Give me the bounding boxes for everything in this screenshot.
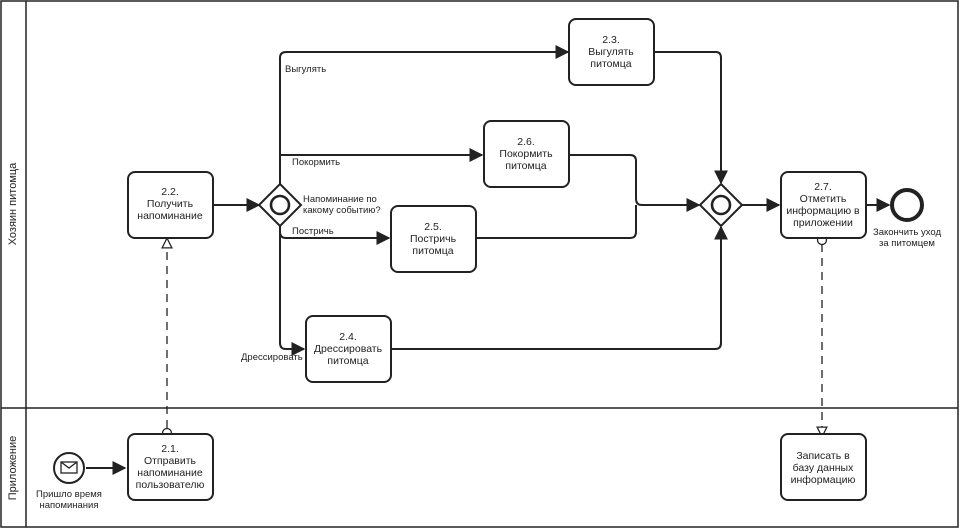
exclusive-gateway-icon: [257, 182, 303, 228]
end-event-icon: [890, 188, 924, 222]
task-2-4[interactable]: 2.4. Дрессировать питомца: [305, 315, 392, 383]
flow-2-6-to-merge: [569, 154, 701, 212]
task-number: 2.7.: [814, 181, 832, 193]
task-box: [780, 171, 867, 239]
end-event[interactable]: Закончить уход за питомцем: [873, 188, 941, 249]
exclusive-gateway-icon: [698, 182, 744, 228]
task-label-line: пользователю: [136, 479, 205, 491]
task-label-line: Выгулять: [588, 46, 634, 58]
associations: [163, 234, 827, 439]
task-2-1[interactable]: 2.1. Отправить напоминание пользователю: [127, 433, 214, 501]
task-box: [483, 120, 570, 188]
flow-2-5-to-merge: [475, 205, 637, 239]
flow-2-3-to-merge: [655, 51, 728, 185]
task-number: 2.1.: [161, 443, 179, 455]
task-write-db[interactable]: Записать в базу данных информацию: [780, 433, 867, 501]
task-box: [127, 171, 214, 239]
flow-label-walk: Выгулять: [285, 64, 326, 75]
task-label-line: Записать в: [796, 450, 850, 462]
sequence-flows: [86, 45, 891, 475]
task-number: 2.2.: [161, 186, 179, 198]
task-label-line: напоминание: [137, 210, 203, 222]
lane-label-owner: Хозяин питомца: [7, 162, 19, 245]
task-label-line: питомца: [412, 245, 453, 257]
task-number: 2.6.: [517, 136, 535, 148]
task-label-line: информацию: [791, 474, 856, 486]
flow-gateway-to-2-3: [279, 45, 570, 186]
task-label-line: информацию в: [786, 205, 860, 217]
task-label-line: питомца: [590, 58, 631, 70]
task-label-line: питомца: [327, 355, 368, 367]
task-label-line: базу данных: [793, 462, 854, 474]
task-box: [780, 433, 867, 501]
task-2-7[interactable]: 2.7. Отметить информацию в приложении: [780, 171, 867, 239]
task-box: [568, 18, 655, 86]
task-label-line: Получить: [147, 198, 194, 210]
flow-label-feed: Покормить: [292, 157, 340, 168]
task-2-5[interactable]: 2.5. Постричь питомца: [390, 205, 477, 273]
task-number: 2.4.: [339, 331, 357, 343]
task-2-3[interactable]: 2.3. Выгулять питомца: [568, 18, 655, 86]
task-2-2[interactable]: 2.2. Получить напоминание: [127, 171, 214, 239]
start-event[interactable]: Пришло время напоминания: [36, 452, 102, 511]
task-number: 2.3.: [602, 34, 620, 46]
task-label-line: Отметить: [800, 193, 847, 205]
split-gateway[interactable]: [257, 182, 303, 228]
flow-gateway-to-2-4: [279, 226, 306, 356]
task-label-line: Покормить: [499, 148, 553, 160]
task-box: [305, 315, 392, 383]
task-label-line: Постричь: [410, 233, 457, 245]
start-event-label: напоминания: [39, 500, 98, 511]
task-label-line: приложении: [793, 217, 853, 229]
flow-label-train: Дрессировать: [241, 352, 303, 363]
gateway-marker: [269, 194, 291, 216]
end-event-label: Закончить уход: [873, 227, 941, 238]
task-label-line: Отправить: [144, 455, 197, 467]
start-event-label: Пришло время: [36, 489, 102, 500]
task-2-6[interactable]: 2.6. Покормить питомца: [483, 120, 570, 188]
gateway-question-line: Напоминание по: [303, 194, 377, 205]
task-box: [127, 433, 214, 501]
flow-2-4-to-merge: [390, 225, 728, 350]
task-label-line: питомца: [505, 160, 546, 172]
task-label-line: Дрессировать: [314, 343, 383, 355]
merge-gateway[interactable]: [698, 182, 744, 228]
flow-label-cut: Постричь: [292, 226, 334, 237]
gateway-question-line: какому событию?: [303, 205, 381, 216]
task-box: [390, 205, 477, 273]
task-number: 2.5.: [424, 221, 442, 233]
task-label-line: напоминание: [137, 467, 203, 479]
gateway-marker: [710, 194, 732, 216]
envelope-icon: [60, 461, 78, 474]
lane-label-app: Приложение: [7, 436, 19, 501]
end-event-label: за питомцем: [879, 238, 935, 249]
